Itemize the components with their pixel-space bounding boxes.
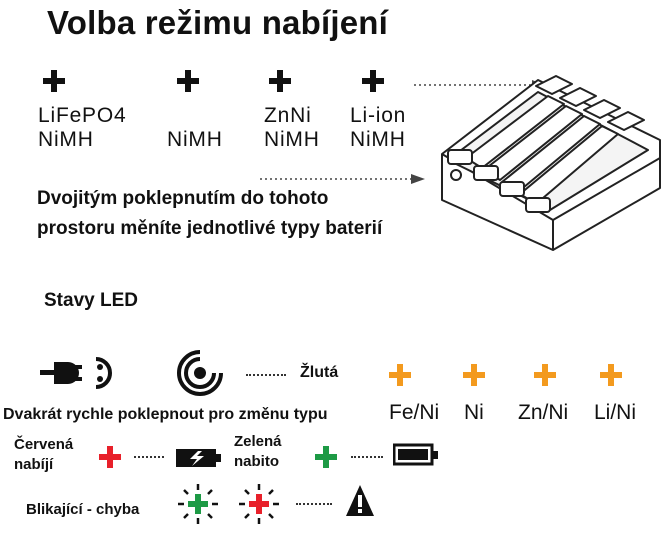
- plus-icon: [99, 446, 121, 468]
- plus-icon: [534, 364, 556, 386]
- type-label-lini: Li/Ni: [594, 401, 637, 424]
- dotted-line: [134, 456, 164, 458]
- full-battery-icon: [393, 443, 438, 466]
- mode-option-2: NiMH: [167, 128, 223, 151]
- plus-icon: [362, 70, 384, 92]
- plus-icon: [463, 364, 485, 386]
- plug-icon: [40, 357, 112, 389]
- plus-icon: [177, 70, 199, 92]
- led-heading: Stavy LED: [44, 290, 138, 311]
- charging-battery-icon: [176, 449, 221, 467]
- dotted-line: [296, 503, 332, 505]
- blinking-green-icon: [178, 484, 218, 524]
- blinking-red-icon: [239, 484, 279, 524]
- tap-instruction: Dvakrát rychle poklepnout pro změnu typu: [3, 406, 328, 423]
- plus-icon: [269, 70, 291, 92]
- touch-icon: [177, 350, 223, 396]
- plus-icon: [389, 364, 411, 386]
- dotted-line: [246, 374, 286, 376]
- plus-icon: [43, 70, 65, 92]
- charger-illustration: [441, 75, 661, 251]
- double-tap-text-2: prostoru měníte jednotlivé typy baterií: [37, 218, 383, 239]
- yellow-label: Žlutá: [300, 364, 339, 381]
- blink-label: Blikající - chyba: [26, 501, 140, 518]
- type-label-feni: Fe/Ni: [389, 401, 440, 424]
- plus-icon: [315, 446, 337, 468]
- dotted-arrow-bottom: [260, 174, 425, 184]
- type-label-ni: Ni: [464, 401, 484, 424]
- dotted-line: [351, 456, 383, 458]
- warning-icon: [346, 485, 374, 516]
- page-title: Volba režimu nabíjení: [47, 4, 388, 41]
- double-tap-text-1: Dvojitým poklepnutím do tohoto: [37, 188, 329, 209]
- plus-icon: [600, 364, 622, 386]
- type-label-znni: Zn/Ni: [518, 401, 569, 424]
